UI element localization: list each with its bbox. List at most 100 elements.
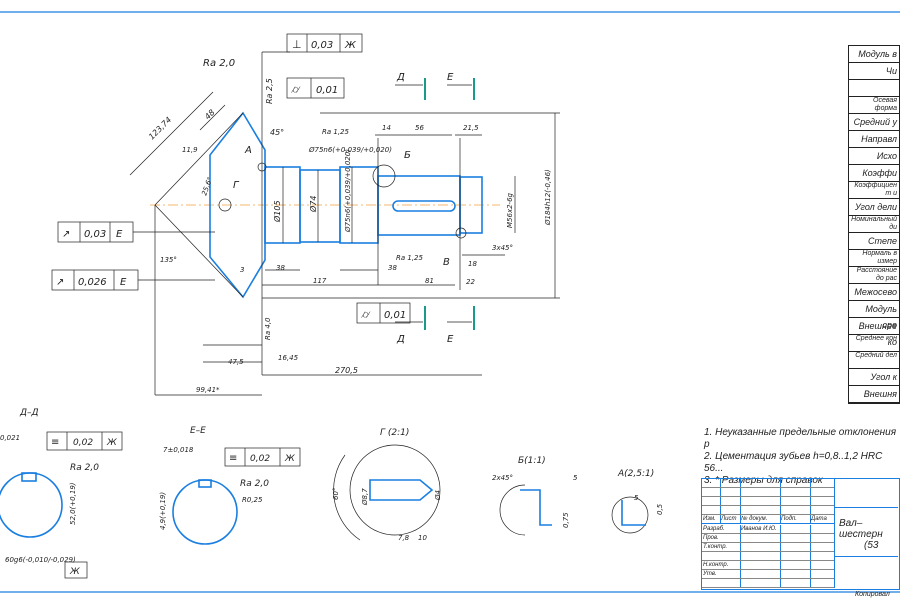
- svg-text:Е: Е: [116, 229, 123, 240]
- dim-38-right: 38: [388, 264, 397, 272]
- runout-frame-bottom: ⌭ 0,01: [356, 302, 411, 324]
- angle-45: 45°: [270, 128, 284, 137]
- svg-text:0,01: 0,01: [384, 310, 406, 321]
- cut-label-e-bottom: Е: [447, 334, 454, 345]
- title-block-header: Дата: [811, 516, 827, 523]
- note-1: 1. Неуказанные предельные отклонения р: [704, 427, 897, 450]
- title-block-role: Т.контр.: [703, 543, 728, 550]
- fit-75n6-top: Ø75n6(+0,039/+0,020): [308, 146, 392, 154]
- dim-3: 3: [240, 266, 244, 274]
- cut-label-d-bottom: Д: [396, 334, 405, 345]
- detail-g-marker: [218, 198, 232, 212]
- dim-dia-74: Ø74: [308, 196, 318, 213]
- svg-text:0,5: 0,5: [656, 503, 664, 515]
- svg-text:Г (2:1): Г (2:1): [380, 428, 409, 438]
- svg-text:60g6(-0,010/-0,029): 60g6(-0,010/-0,029): [5, 556, 76, 564]
- svg-text:10: 10: [418, 534, 427, 542]
- svg-text:7,8: 7,8: [398, 534, 410, 542]
- dim-11-9: 11,9: [182, 146, 198, 154]
- svg-text:Б(1:1): Б(1:1): [518, 456, 546, 466]
- svg-text:А(2,5:1): А(2,5:1): [617, 469, 654, 479]
- section-e-e: Е–Е ≡ 0,02 Ж Ra 2,0 R0,25 7±0,018 4,9(+0…: [159, 426, 301, 545]
- runout-frame-e2: ↗ 0,026 Е: [51, 269, 215, 291]
- label-v: В: [443, 257, 450, 268]
- part-name: Вал–шестерн: [839, 518, 883, 540]
- title-block-row: Н.контр.: [702, 560, 834, 570]
- angle-135: 135°: [160, 256, 177, 264]
- roughness-ra-1-25-bottom: Ra 1,25: [396, 254, 424, 262]
- dim-21-5: 21,5: [463, 124, 479, 132]
- label-b: Б: [404, 150, 411, 161]
- part-code: (53: [864, 540, 879, 551]
- dim-18: 18: [468, 260, 477, 268]
- param-row: Модуль сре: [849, 301, 899, 330]
- param-row: Степе: [849, 233, 899, 250]
- title-block-row: [702, 488, 834, 498]
- dim-81: 81: [425, 277, 434, 285]
- svg-text:4,9(+0,19): 4,9(+0,19): [159, 492, 167, 530]
- svg-text:Ж: Ж: [344, 40, 357, 51]
- label-a: А: [244, 145, 252, 156]
- detail-g: Г (2:1) 60° Ø8,7 Ø4 7,8 10: [332, 428, 442, 542]
- param-row: Осевая форма: [849, 97, 899, 114]
- svg-text:0,021: 0,021: [0, 434, 20, 442]
- title-block-row: [702, 579, 834, 589]
- svg-text:Е: Е: [120, 277, 127, 288]
- svg-text:↗: ↗: [56, 277, 64, 288]
- dim-38-left: 38: [276, 264, 285, 272]
- dim-dia-184: Ø184h12(-0,46): [544, 169, 552, 226]
- thread-m56: M56x2-6g: [506, 192, 514, 228]
- title-block-header: Изм.: [703, 516, 716, 523]
- param-row: Исхо: [849, 148, 899, 165]
- roughness-ra-2-5: Ra 2,5: [265, 78, 274, 104]
- cut-label-d-top: Д: [396, 72, 405, 83]
- svg-text:≡: ≡: [229, 453, 237, 464]
- detail-a: А(2,5:1) 5 0,5: [611, 469, 664, 534]
- cut-label-e-top: Е: [447, 72, 454, 83]
- param-row: Межосево: [849, 284, 899, 301]
- svg-text:0,02: 0,02: [73, 438, 93, 448]
- detail-b: Б(1:1) 2x45° 5 0,75: [492, 456, 578, 536]
- chamfer-3x45: 3x45°: [492, 244, 513, 252]
- svg-text:60°: 60°: [332, 488, 340, 500]
- title-block-role: Пров.: [703, 534, 719, 541]
- section-d-d: Д–Д ≡ 0,02 Ж Ra 2,0 0,021 52,0(+0,19) 60…: [0, 408, 123, 579]
- svg-text:0,01: 0,01: [316, 85, 338, 96]
- title-block-header: Лист: [721, 516, 737, 523]
- dim-270-5: 270,5: [335, 366, 358, 375]
- title-block-row: Утв.: [702, 570, 834, 580]
- title-block-row: Т.контр.: [702, 542, 834, 552]
- param-row: Внешня: [849, 386, 899, 403]
- svg-text:Ж: Ж: [106, 438, 117, 448]
- title-block-row: [702, 497, 834, 507]
- copied-label: Копировал: [855, 591, 890, 598]
- title-block-row: Пров.: [702, 533, 834, 543]
- param-row: Средний дел: [849, 352, 899, 369]
- title-block-row: [702, 479, 834, 489]
- roughness-ra-4-0: Ra 4,0: [264, 317, 272, 340]
- dim-48: 48: [203, 108, 217, 122]
- svg-text:Е–Е: Е–Е: [190, 426, 206, 436]
- angle-25-6: 25,6°: [200, 176, 214, 197]
- dim-16-45: 16,45: [278, 354, 299, 362]
- section-cut-markers: [395, 78, 475, 330]
- dim-22: 22: [466, 278, 475, 286]
- svg-text:Д–Д: Д–Д: [19, 408, 39, 418]
- title-block-role: Разраб.: [703, 525, 725, 532]
- svg-text:Ж: Ж: [69, 567, 80, 577]
- param-row: Внешнее ко: [849, 318, 899, 347]
- svg-text:⊥: ⊥: [292, 38, 302, 51]
- svg-text:⌭: ⌭: [361, 308, 371, 321]
- param-row: Номинальный ди: [849, 216, 899, 233]
- svg-text:≡: ≡: [51, 437, 59, 448]
- dim-117: 117: [313, 277, 327, 285]
- title-block-role: Утв.: [703, 571, 717, 577]
- svg-text:2x45°: 2x45°: [492, 474, 513, 482]
- roughness-ra-2-0: Ra 2,0: [203, 58, 235, 69]
- param-row: [849, 80, 899, 97]
- dim-dia-105: Ø105: [272, 200, 282, 223]
- roughness-ra-1-25-top: Ra 1,25: [322, 128, 350, 136]
- svg-text:R0,25: R0,25: [242, 496, 263, 504]
